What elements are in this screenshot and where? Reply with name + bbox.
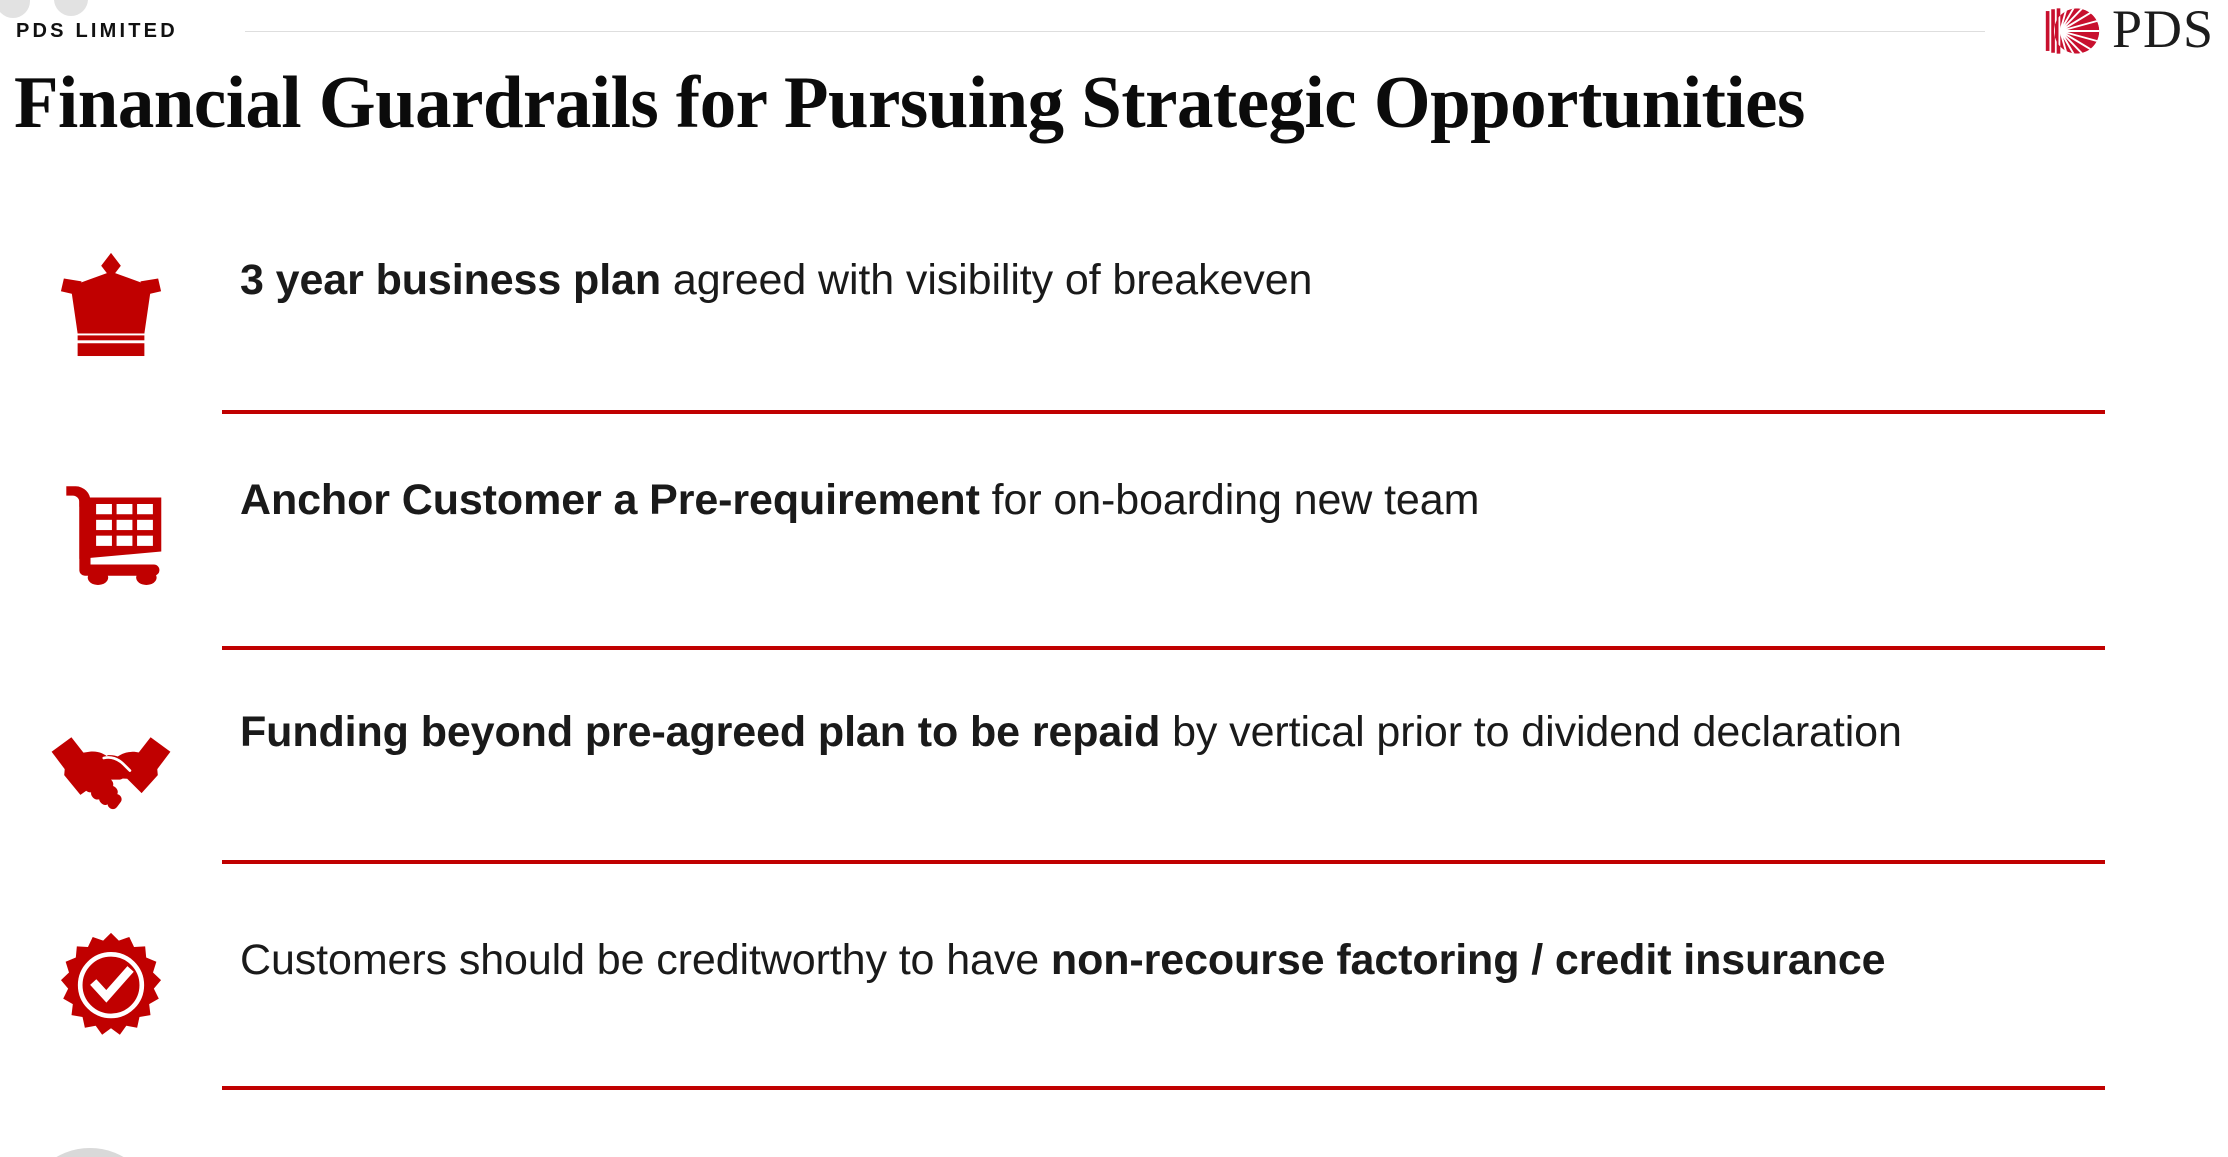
list-item-text-rest: non-recourse factoring / credit insuranc… (1050, 936, 1886, 984)
list-item-text-lead: Anchor Customer a Pre-requirement (240, 476, 980, 524)
list-item-text-rest: agreed with visibility of breakeven (661, 256, 1313, 304)
brand-kicker: PDS LIMITED (16, 20, 178, 42)
list-item: Anchor Customer a Pre-requirement for on… (0, 458, 2228, 678)
list-item: Funding beyond pre-agreed plan to be rep… (0, 678, 2228, 898)
row-divider (222, 646, 2105, 650)
verified-badge-check-icon (48, 924, 174, 1050)
crown-icon (48, 240, 174, 366)
decorative-dot-left (0, 0, 30, 18)
list-item: Customers should be creditworthy to have… (0, 898, 2228, 1118)
list-item-text-lead: Customers should be creditworthy to have (240, 936, 1051, 984)
list-item-text-rest: by vertical prior to dividend declaratio… (1160, 708, 1902, 756)
row-divider (222, 860, 2105, 864)
header-divider (245, 31, 1985, 32)
guardrails-list: 3 year business plan agreed with visibil… (0, 238, 2228, 1118)
decorative-arc-bottom-left (26, 1148, 154, 1157)
row-divider (222, 1086, 2105, 1090)
list-item-text-lead: Funding beyond pre-agreed plan to be rep… (240, 708, 1161, 756)
list-item-text-rest: for on-boarding new team (979, 476, 1480, 524)
shopping-cart-icon (48, 468, 174, 594)
row-divider (222, 410, 2105, 414)
list-item: 3 year business plan agreed with visibil… (0, 238, 2228, 458)
page-title: Financial Guardrails for Pursuing Strate… (14, 62, 1805, 144)
list-item-text-lead: 3 year business plan (240, 256, 662, 304)
list-item-text: 3 year business plan agreed with visibil… (240, 254, 2200, 306)
pds-logo-wordmark: PDS (2111, 0, 2214, 59)
decorative-dot-right (54, 0, 88, 16)
pds-logo: PDS (2044, 0, 2214, 62)
list-item-text: Funding beyond pre-agreed plan to be rep… (240, 706, 2200, 758)
slide-header: PDS LIMITED (0, 0, 2228, 66)
handshake-icon (48, 708, 174, 834)
pds-striped-circle-icon (2044, 2, 2102, 60)
list-item-text: Customers should be creditworthy to have… (240, 934, 2200, 986)
list-item-text: Anchor Customer a Pre-requirement for on… (240, 474, 2200, 526)
